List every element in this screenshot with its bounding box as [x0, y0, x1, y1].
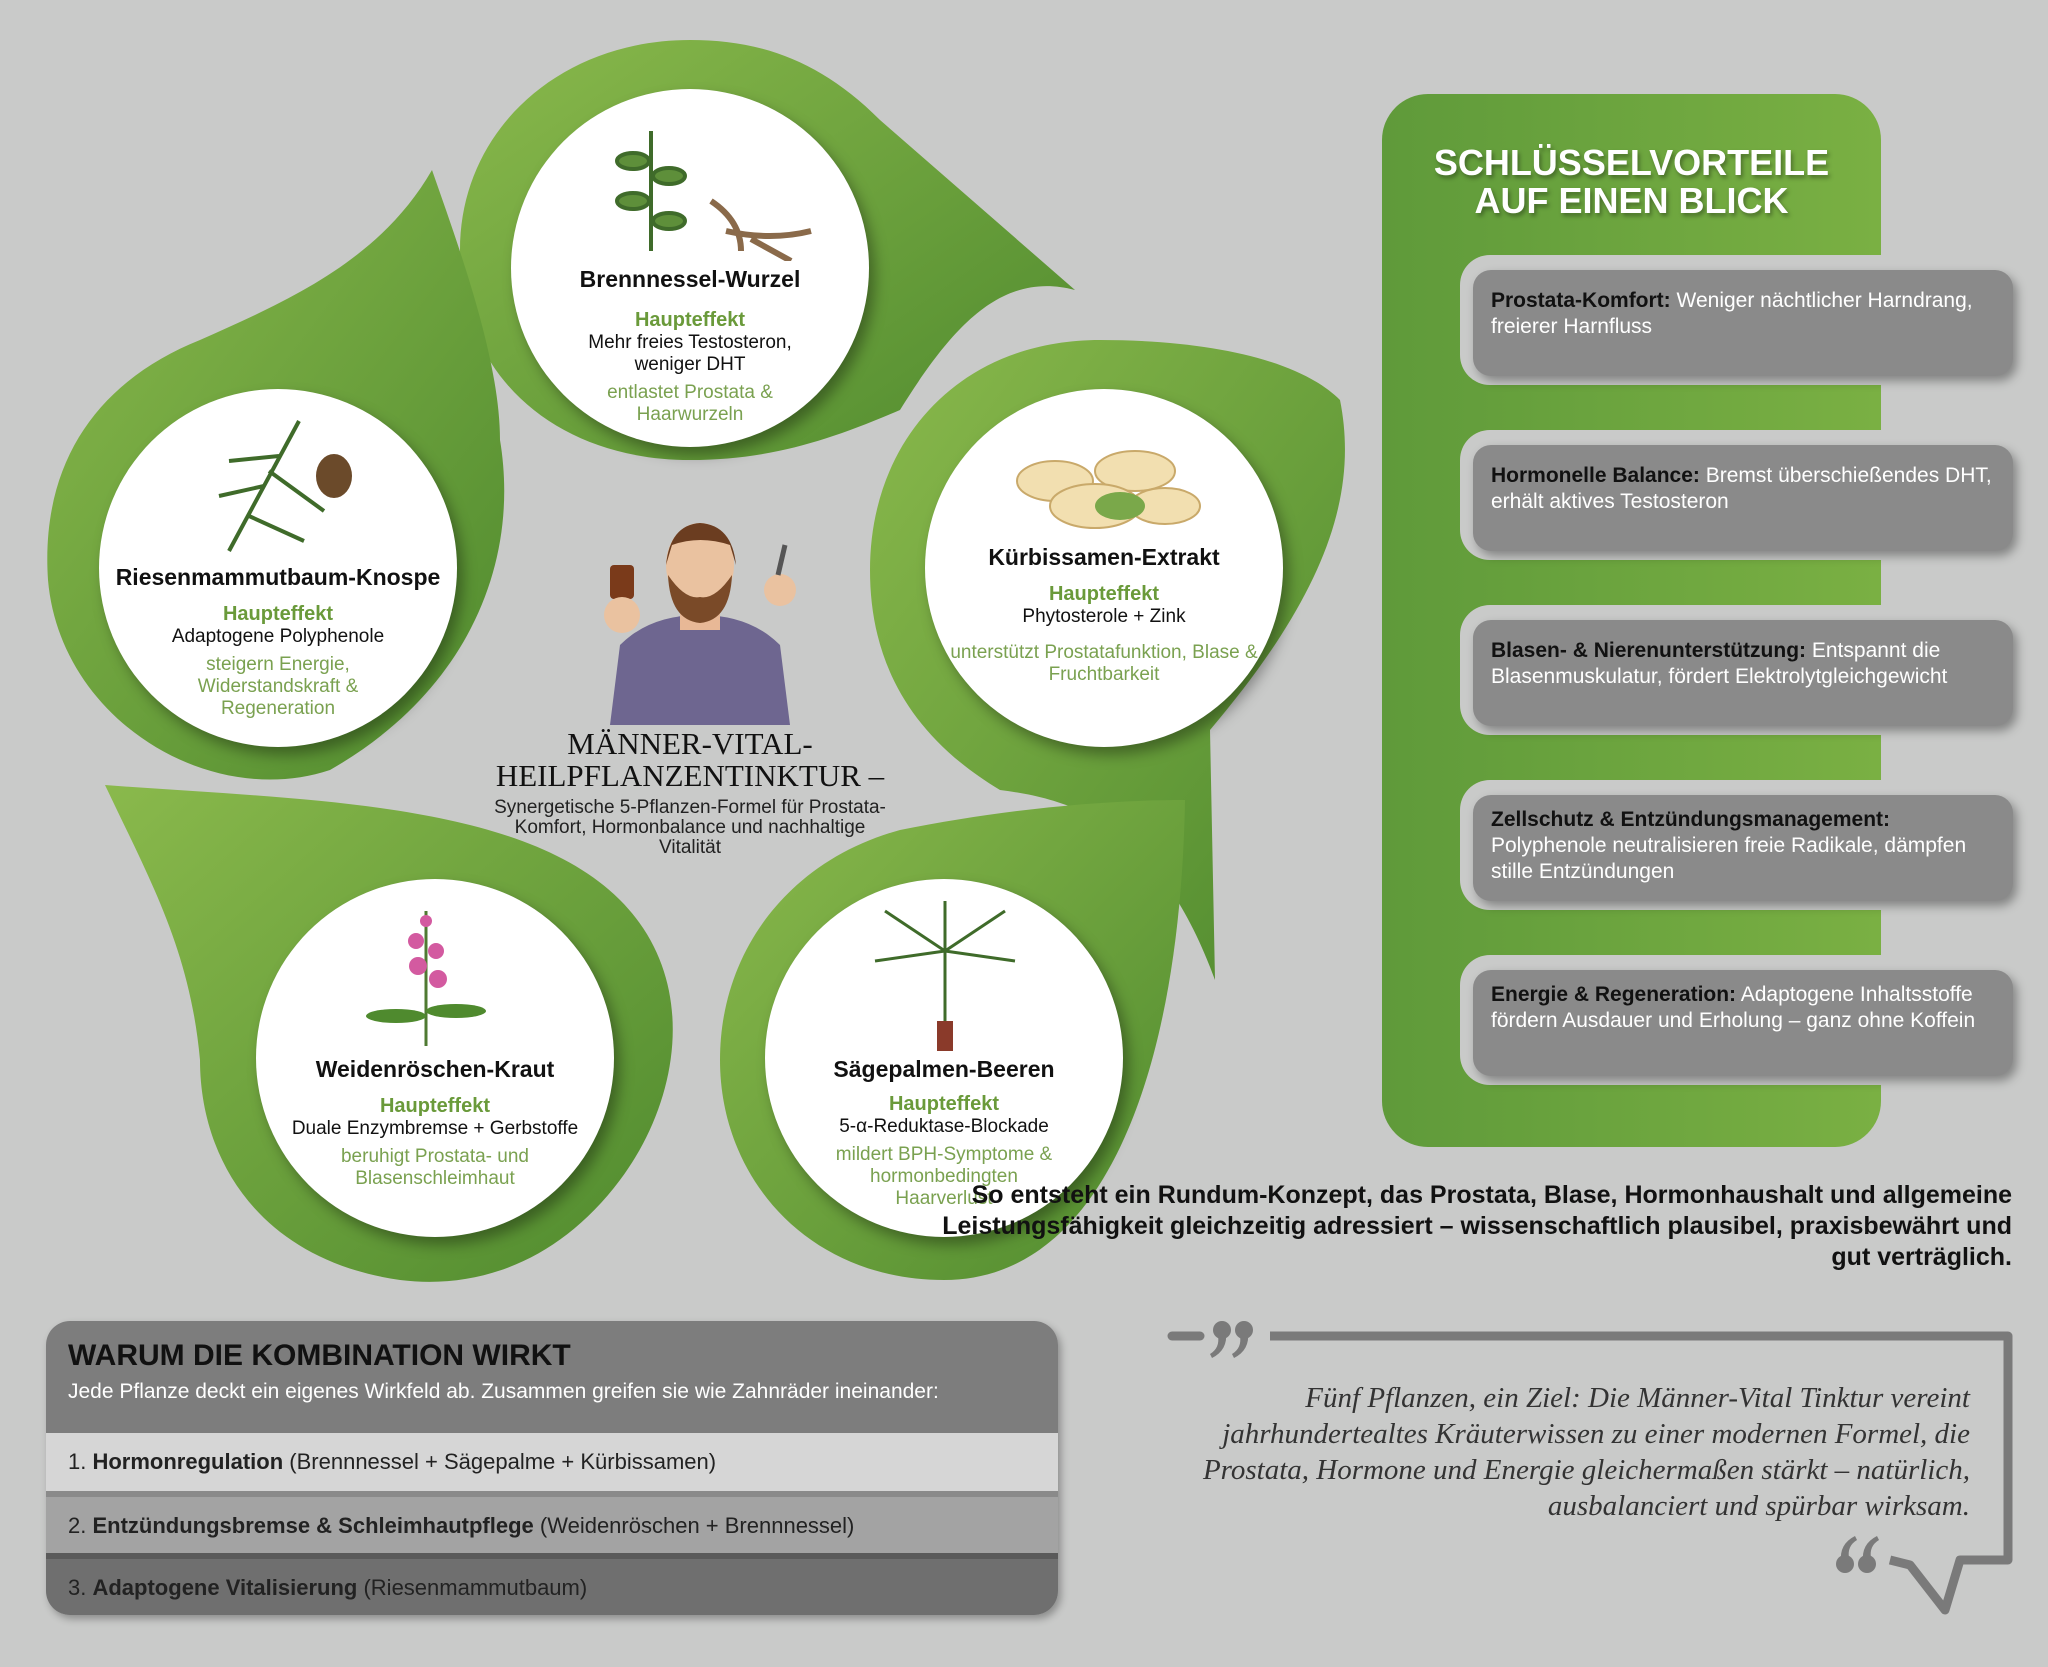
- quote-text: Fünf Pflanzen, ein Ziel: Die Männer-Vita…: [1202, 1382, 1970, 1522]
- row-title: Entzündungsbremse & Schleimhautpflege: [92, 1513, 534, 1538]
- row-detail: (Brennnessel + Sägepalme + Kürbissamen): [289, 1449, 717, 1474]
- effect-text: Adaptogene Polyphenole: [171, 626, 385, 647]
- plant-name: Brennnessel-Wurzel: [579, 266, 801, 292]
- benefit-label: Prostata-Komfort:: [1491, 289, 1671, 312]
- row-detail: (Weidenröschen + Brennnessel): [539, 1513, 855, 1538]
- effect-label: Haupteffekt: [888, 1093, 999, 1115]
- benefit-text: Weniger nächtlicher Harndrang, freierer …: [1491, 289, 1973, 338]
- plant-name: Kürbissamen-Extrakt: [988, 544, 1220, 570]
- product-title: MÄNNER-VITAL-HEILPFLANZENTINKTUR –: [495, 726, 885, 793]
- quote-open-icon: [1836, 1536, 1879, 1573]
- benefit-label: Zellschutz & Entzündungsmanagement:: [1491, 808, 1891, 831]
- benefit-label: Energie & Regeneration:: [1491, 983, 1737, 1006]
- pumpkin-seeds-icon: [1016, 450, 1201, 529]
- effect-label: Haupteffekt: [1048, 583, 1159, 605]
- effect-sub: mildert BPH-Symptome & hormonbedingten H…: [835, 1144, 1053, 1209]
- effect-text: Mehr freies Testosteron, weniger DHT: [588, 332, 792, 375]
- benefit-card: Hormonelle Balance: Bremst überschießend…: [1473, 445, 2013, 551]
- why-row: 3. Adaptogene Vitalisierung (Riesenmammu…: [46, 1553, 1058, 1615]
- why-title: WARUM DIE KOMBINATION WIRKT: [68, 1339, 571, 1372]
- effect-sub: entlastet Prostata & Haarwurzeln: [607, 382, 773, 425]
- why-intro: Jede Pflanze deckt ein eigenes Wirkfeld …: [68, 1380, 939, 1403]
- effect-label: Haupteffekt: [379, 1095, 490, 1117]
- benefit-card: Prostata-Komfort: Weniger nächtlicher Ha…: [1473, 270, 2013, 376]
- plant-name: Sägepalmen-Beeren: [833, 1056, 1055, 1082]
- benefit-text: Polyphenole neutralisieren freie Radikal…: [1491, 834, 1967, 883]
- plant-name: Weidenröschen-Kraut: [315, 1056, 555, 1082]
- benefit-card: Blasen- & Nierenunterstützung: Entspannt…: [1473, 620, 2013, 726]
- benefit-text: Entspannt die Blasenmuskulatur, fördert …: [1491, 639, 1948, 688]
- willowherb-icon: [366, 911, 486, 1046]
- effect-text: 5-α-Reduktase-Blockade: [839, 1116, 1049, 1137]
- row-title: Hormonregulation: [92, 1449, 284, 1474]
- benefit-label: Blasen- & Nierenunterstützung:: [1491, 639, 1807, 662]
- benefits-title: SCHLÜSSELVORTEILE AUF EINEN BLICK: [1433, 142, 1830, 221]
- why-combination-box: WARUM DIE KOMBINATION WIRKT Jede Pflanze …: [46, 1321, 1058, 1615]
- why-row: 1. Hormonregulation (Brennnessel + Sägep…: [46, 1433, 1058, 1491]
- effect-sub: unterstützt Prostatafunktion, Blase & Fr…: [950, 642, 1258, 685]
- benefit-text: Bremst überschießendes DHT, erhält aktiv…: [1491, 464, 1992, 513]
- row-detail: (Riesenmammutbaum): [363, 1575, 588, 1600]
- saw-palmetto-icon: [874, 901, 1016, 1051]
- benefit-card: Energie & Regeneration: Adaptogene Inhal…: [1473, 970, 2013, 1076]
- effect-sub: beruhigt Prostata- und Blasenschleimhaut: [340, 1146, 529, 1189]
- man-with-tincture-illustration: [604, 523, 796, 725]
- effect-label: Haupteffekt: [222, 603, 333, 625]
- benefit-label: Hormonelle Balance:: [1491, 464, 1700, 487]
- effect-text: Phytosterole + Zink: [1022, 606, 1186, 627]
- effect-sub: steigern Energie, Widerstandskraft & Reg…: [197, 654, 359, 719]
- effect-text: Duale Enzymbremse + Gerbstoffe: [291, 1118, 579, 1139]
- summary-text: So entsteht ein Rundum-Konzept, das Pros…: [942, 1181, 2012, 1271]
- sequoia-bud-icon: [218, 420, 352, 552]
- row-number: 3.: [68, 1575, 87, 1600]
- row-number: 1.: [68, 1449, 87, 1474]
- product-title-block: MÄNNER-VITAL-HEILPFLANZENTINKTUR – Syner…: [445, 728, 935, 858]
- row-number: 2.: [68, 1513, 87, 1538]
- benefit-card: Zellschutz & Entzündungsmanagement: Poly…: [1473, 795, 2013, 901]
- nettle-root-icon: [615, 131, 812, 261]
- benefit-text: Adaptogene Inhaltsstoffe fördern Ausdaue…: [1491, 983, 1976, 1032]
- plant-name: Riesenmammutbaum-Knospe: [115, 564, 441, 590]
- quote-close-icon: [1210, 1321, 1253, 1358]
- quote-block: Fünf Pflanzen, ein Ziel: Die Männer-Vita…: [1160, 1320, 2020, 1620]
- product-subtitle: Synergetische 5-Pflanzen-Formel für Pros…: [494, 797, 886, 858]
- row-title: Adaptogene Vitalisierung: [92, 1575, 358, 1600]
- effect-label: Haupteffekt: [634, 309, 745, 331]
- why-row: 2. Entzündungsbremse & Schleimhautpflege…: [46, 1491, 1058, 1553]
- speech-bubble-frame: [1167, 1321, 2013, 1615]
